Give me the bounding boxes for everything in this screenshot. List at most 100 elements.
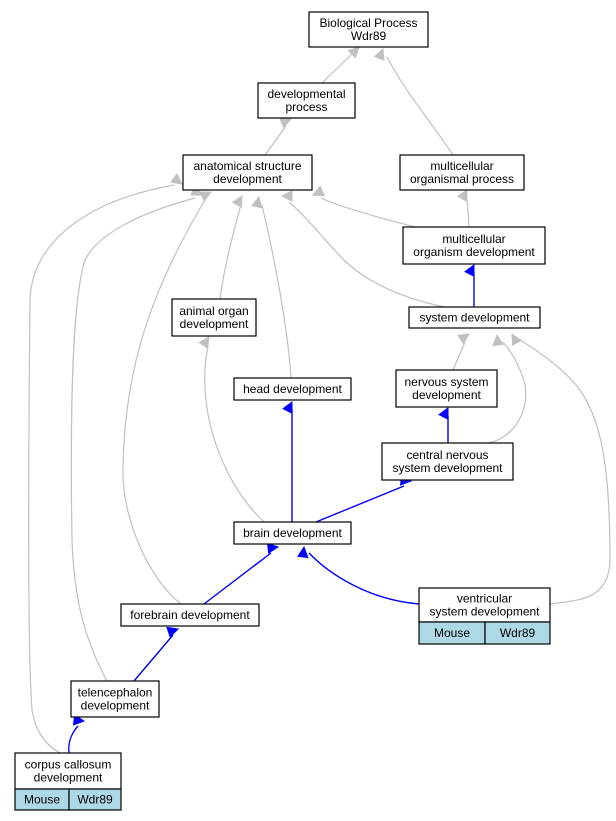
node-label-line: corpus callosum [25, 758, 112, 772]
node-box [233, 521, 352, 545]
is-a-edge-arrowhead [198, 336, 210, 349]
gene-label: Wdr89 [500, 626, 536, 640]
annotation-tags: Mouse Wdr89 [418, 621, 551, 645]
part-of-edge-arrowhead [266, 542, 280, 554]
is-a-edge-arrowhead [492, 333, 504, 347]
part-of-edge-arrowhead [282, 401, 293, 414]
is-a-edge-arrowhead [279, 117, 293, 129]
species-label: Mouse [434, 626, 470, 640]
is-a-edge [122, 199, 206, 605]
part-of-edge [315, 485, 405, 523]
is-a-edge [288, 201, 446, 308]
is-a-edge [452, 341, 466, 371]
is-a-edge-arrowhead [311, 185, 325, 197]
is-a-edge [466, 197, 470, 228]
node-head-development[interactable]: head development [233, 377, 352, 401]
edges [28, 51, 611, 754]
is-a-edge [386, 56, 454, 156]
is-a-edge-arrowhead [231, 195, 243, 208]
node-label-line: process [285, 100, 327, 114]
node-box [399, 154, 525, 191]
node-box [171, 298, 257, 337]
part-of-edge-arrowhead [297, 545, 309, 559]
is-a-edge [70, 197, 196, 682]
is-a-edge [320, 197, 416, 228]
node-label-line: system development [429, 605, 540, 619]
node-box [418, 587, 551, 623]
node-box [381, 442, 514, 481]
node-system-development[interactable]: system development [408, 306, 541, 329]
node-label-line: head development [243, 382, 342, 396]
part-of-edge [68, 725, 79, 754]
node-label-line: forebrain development [130, 608, 250, 622]
node-label-line: multicellular [442, 232, 505, 246]
node-label-line: development [213, 172, 282, 186]
node-box [14, 752, 122, 790]
node-label-line: organismal process [410, 172, 514, 186]
node-label-line: ventricular [457, 592, 512, 606]
node-label-line: organism development [413, 245, 535, 259]
part-of-edge-arrowhead [464, 264, 475, 277]
is-a-edge [519, 339, 611, 605]
is-a-edge-arrowhead [373, 47, 385, 61]
is-a-edge [219, 203, 242, 300]
node-label-line: Biological Process [319, 16, 417, 30]
node-label-line: animal organ [179, 304, 248, 318]
node-label-line: system development [419, 311, 530, 325]
is-a-edge-arrowhead [347, 46, 360, 59]
node-label-line: system development [392, 461, 503, 475]
node-label-line: telencephalon [78, 686, 153, 700]
node-box [408, 306, 541, 329]
gene-label: Wdr89 [77, 793, 113, 807]
is-a-edge-arrowhead [199, 191, 212, 202]
node-label-line: development [34, 771, 103, 785]
node-brain-development[interactable]: brain development [233, 521, 352, 545]
node-box [308, 11, 429, 48]
is-a-edge-arrowhead [251, 195, 263, 209]
is-a-edge [261, 204, 292, 379]
is-a-edge [264, 125, 287, 156]
node-box [182, 154, 313, 191]
is-a-edge [321, 51, 355, 84]
node-box [402, 226, 546, 265]
is-a-edge [28, 184, 175, 754]
node-forebrain-development[interactable]: forebrain development [120, 603, 260, 627]
part-of-edge [203, 552, 272, 605]
node-label-line: central nervous [406, 448, 488, 462]
node-label-line: anatomical structure [193, 159, 301, 173]
gene-tag [484, 621, 551, 645]
part-of-edge [133, 634, 174, 682]
is-a-edge [204, 344, 265, 523]
node-box [120, 603, 260, 627]
part-of-edge-arrowhead [438, 407, 449, 420]
node-label-line: developmental [267, 87, 345, 101]
is-a-edge-arrowhead [170, 173, 183, 185]
is-a-edge-arrowhead [511, 333, 523, 346]
part-of-edge-arrowhead [166, 626, 180, 638]
gene-tag [68, 788, 122, 811]
node-label-line: development [412, 388, 481, 402]
node-box [233, 377, 352, 401]
node-box [395, 369, 498, 408]
is-a-edge-arrowhead [457, 333, 470, 345]
is-a-edge-arrowhead [280, 190, 293, 202]
is-a-edge [486, 341, 527, 444]
node-box [70, 680, 160, 718]
node-label-line: development [81, 699, 150, 713]
node-box [257, 82, 356, 119]
node-label-line: multicellular [430, 159, 493, 173]
is-a-edge-arrowhead [456, 189, 468, 202]
